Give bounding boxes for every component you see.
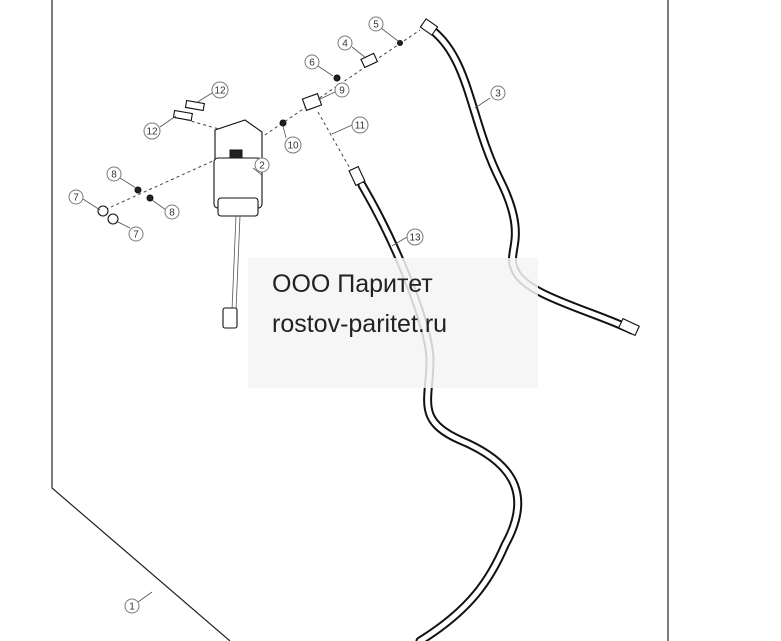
nut-7b (107, 213, 119, 225)
callout-8a-label: 8 (111, 170, 117, 181)
callout-5-label: 5 (373, 20, 379, 31)
washer-8a (134, 186, 142, 194)
callout-8b-label: 8 (169, 208, 175, 219)
callout-9-label: 9 (339, 86, 345, 97)
callout-4: 4 (337, 35, 353, 51)
callout-11-label: 11 (355, 121, 366, 132)
callout-3-label: 3 (495, 89, 501, 100)
callout-1: 1 (124, 598, 140, 614)
callout-2-label: 2 (259, 161, 265, 172)
callout-4-label: 4 (342, 39, 348, 50)
callout-5: 5 (368, 16, 384, 32)
callout-10: 10 (284, 136, 302, 154)
callout-1-label: 1 (129, 602, 135, 613)
callout-6-label: 6 (309, 58, 315, 69)
callout-2: 2 (254, 157, 270, 173)
hose-3-end-fitting (617, 317, 641, 337)
callout-8b: 8 (164, 204, 180, 220)
washer-6 (333, 74, 341, 82)
fitting-4 (360, 52, 379, 69)
panel-outline (51, 0, 669, 641)
callout-9: 9 (334, 82, 350, 98)
watermark-company-name: ООО Паритет (272, 270, 433, 298)
callout-13-label: 13 (409, 233, 421, 244)
fittings (97, 40, 403, 225)
nut-7a (97, 205, 109, 217)
callout-8a: 8 (106, 166, 122, 182)
fuel-filter-assembly (213, 119, 263, 329)
hose-3-top-fitting (419, 18, 439, 36)
washer-5 (397, 40, 403, 46)
callout-7b: 7 (128, 226, 144, 242)
callout-12a-label: 12 (214, 86, 226, 97)
watermark-background (248, 258, 538, 388)
washer-10 (279, 119, 287, 127)
bolt-12a (184, 99, 206, 112)
callout-10-label: 10 (287, 141, 299, 152)
washer-8b (146, 194, 154, 202)
callout-12b-label: 12 (146, 127, 158, 138)
callout-leaders (82, 27, 491, 603)
callout-3: 3 (490, 85, 506, 101)
bolt-12b (172, 109, 194, 122)
watermark-website: rostov-paritet.ru (272, 310, 448, 338)
callout-12b: 12 (143, 122, 161, 140)
callout-7b-label: 7 (133, 230, 139, 241)
hose-3 (419, 18, 641, 337)
callout-7a-label: 7 (73, 193, 79, 204)
hose-13-end-fitting (348, 165, 366, 187)
callout-6: 6 (304, 54, 320, 70)
callout-7a: 7 (68, 189, 84, 205)
hose-13 (348, 165, 523, 641)
callout-11: 11 (351, 116, 369, 134)
callout-13: 13 (406, 228, 424, 246)
callout-12a: 12 (211, 81, 229, 99)
elbow-9 (301, 92, 323, 112)
